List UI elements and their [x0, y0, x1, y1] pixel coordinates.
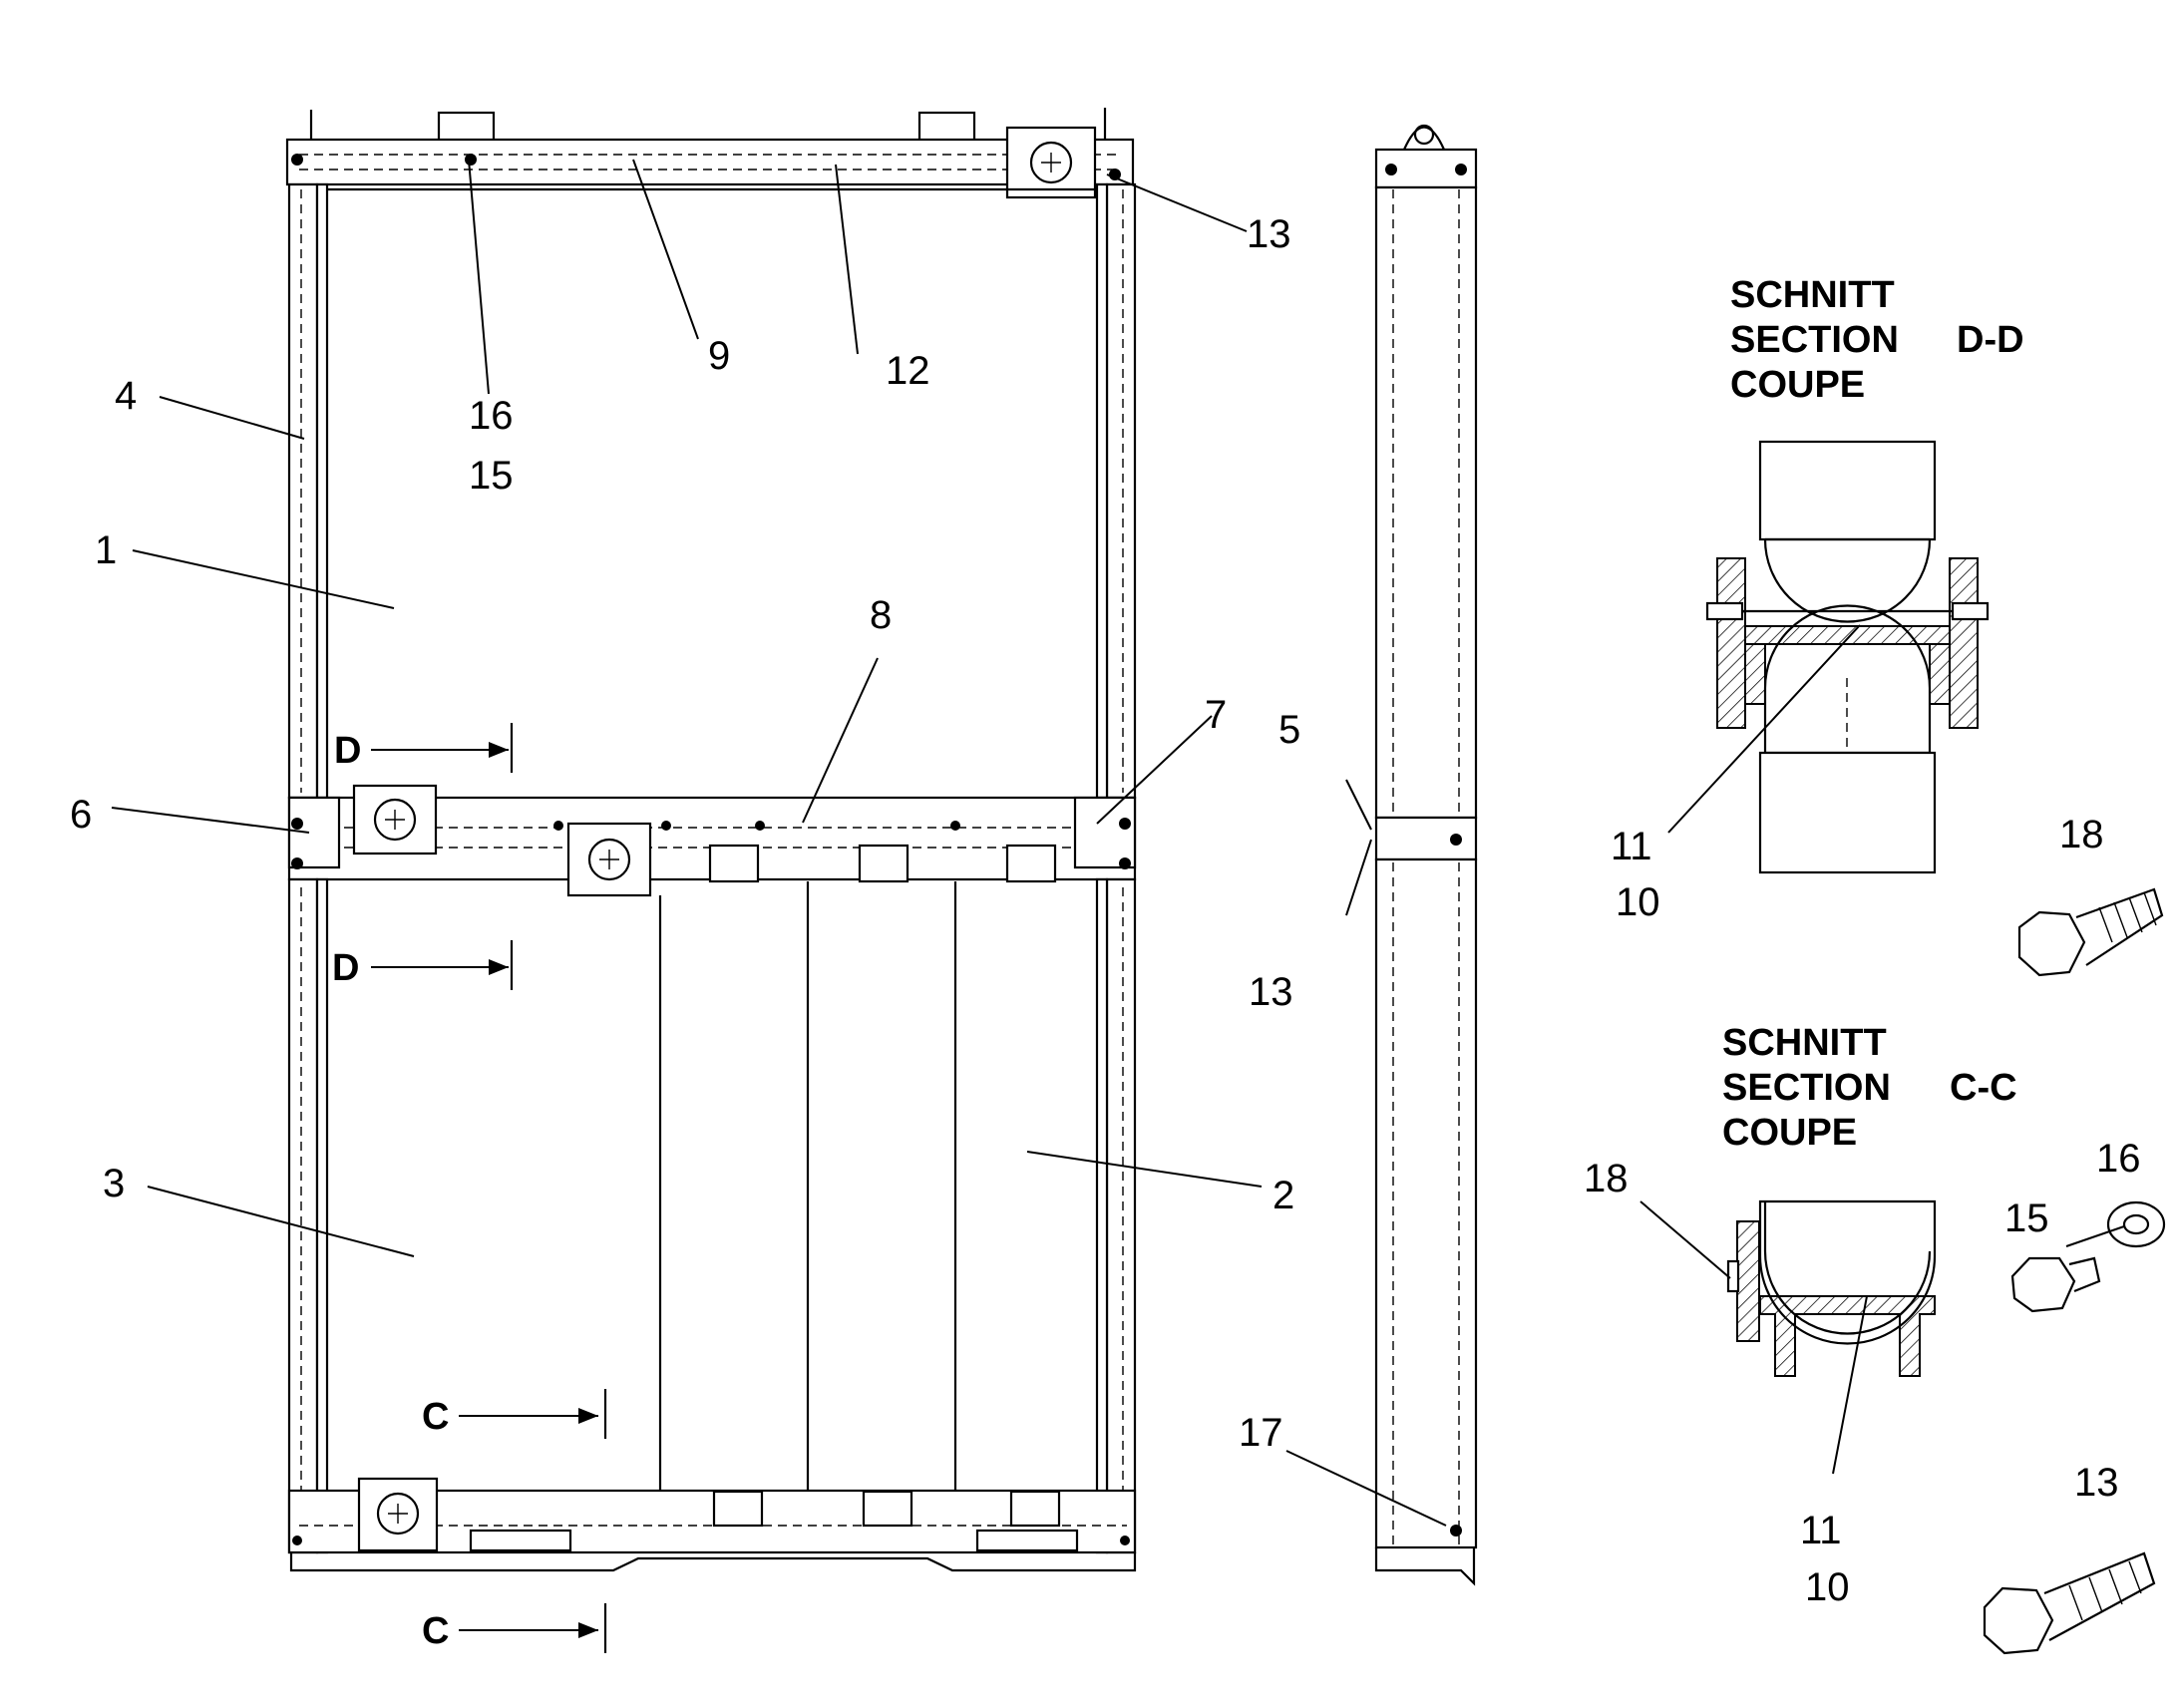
label-5: 5: [1278, 708, 1300, 752]
label-8: 8: [870, 593, 892, 637]
label-7: 7: [1205, 693, 1227, 737]
marker-d-bottom: D: [332, 947, 359, 989]
section-cc-title: SCHNITT SECTION COUPE C-C: [1722, 1022, 2017, 1154]
section-dd-line3: COUPE: [1730, 364, 1865, 406]
leader-lines: [111, 159, 2125, 1527]
label-16-top: 16: [469, 394, 514, 438]
label-18-cc: 18: [1584, 1157, 1629, 1200]
label-12: 12: [886, 349, 930, 393]
label-13-side: 13: [1249, 970, 1293, 1014]
label-1: 1: [95, 528, 117, 572]
side-view: [1374, 124, 1478, 1586]
label-10-dd: 10: [1616, 880, 1660, 924]
label-16-cc: 16: [2096, 1137, 2141, 1181]
section-dd-line2: SECTION: [1730, 319, 1899, 361]
label-13-top: 13: [1247, 212, 1291, 256]
label-3: 3: [103, 1162, 125, 1205]
label-10-cc: 10: [1805, 1565, 1850, 1609]
label-13-bolt: 13: [2074, 1461, 2119, 1505]
label-4: 4: [115, 374, 137, 418]
marker-c-bottom: C: [422, 1610, 449, 1652]
bolt-13: [1983, 1551, 2156, 1655]
label-11-dd: 11: [1611, 825, 1652, 868]
label-9: 9: [708, 334, 730, 378]
section-cc-id: C-C: [1950, 1067, 2017, 1109]
section-dd-id: D-D: [1957, 319, 2024, 361]
section-cc-line2: SECTION: [1722, 1067, 1891, 1109]
front-view: [285, 108, 1137, 1572]
section-cc-line3: COUPE: [1722, 1112, 1857, 1154]
section-marker-labels: D D C C: [332, 730, 449, 1652]
label-18-top: 18: [2059, 813, 2104, 856]
section-dd-drawing: [1705, 440, 1990, 874]
marker-c-top: C: [422, 1396, 449, 1438]
section-cc-line1: SCHNITT: [1722, 1022, 1887, 1064]
part-number-labels: 4 1 3 2 6 7 8 9 12 13 16 15 5 13 17 11 1…: [70, 212, 2141, 1609]
bolt-15: [2010, 1256, 2101, 1313]
section-dd-title: SCHNITT SECTION COUPE D-D: [1730, 274, 2024, 406]
section-dd-line1: SCHNITT: [1730, 274, 1895, 316]
label-17: 17: [1239, 1411, 1283, 1455]
label-11-cc: 11: [1800, 1509, 1842, 1552]
section-cc-drawing: [1726, 1199, 1937, 1377]
bolt-18: [2017, 887, 2164, 977]
label-2: 2: [1272, 1174, 1294, 1217]
label-15-top: 15: [469, 454, 514, 498]
washer-16: [2106, 1200, 2166, 1248]
marker-d-top: D: [334, 730, 361, 772]
label-6: 6: [70, 793, 92, 837]
section-arrows: [371, 723, 607, 1653]
label-15-cc: 15: [2004, 1196, 2049, 1240]
